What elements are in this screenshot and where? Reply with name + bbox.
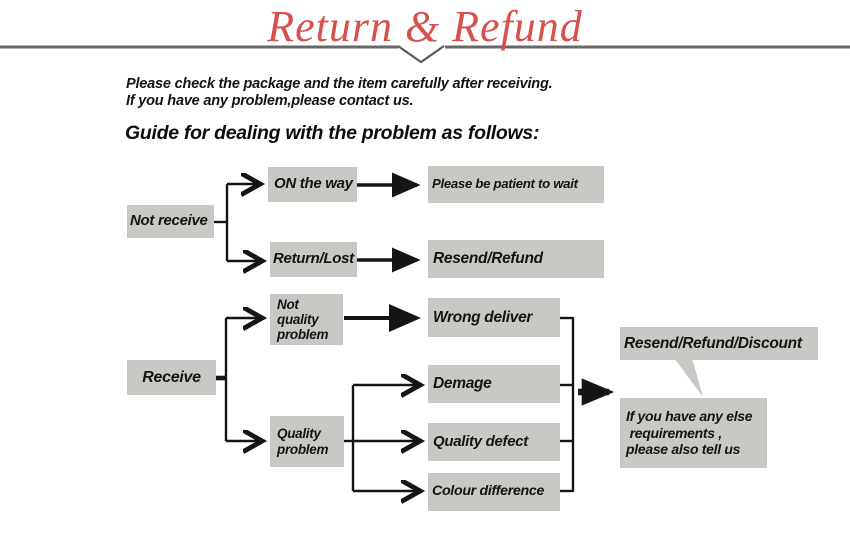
node-quality-defect: Quality defect xyxy=(428,423,560,461)
node-quality-problem: Quality problem xyxy=(270,416,344,467)
speech-bubble-tail xyxy=(674,358,703,397)
node-resend-refund-discount: Resend/Refund/Discount xyxy=(620,327,818,360)
node-requirements-note: If you have any else requirements , plea… xyxy=(620,398,767,468)
node-wrong-deliver: Wrong deliver xyxy=(428,298,560,337)
divider-notch xyxy=(397,45,445,64)
node-return-lost: Return/Lost xyxy=(270,242,357,277)
intro-line-1: Please check the package and the item ca… xyxy=(126,76,553,92)
intro-text: Please check the package and the item ca… xyxy=(126,76,553,110)
node-demage: Demage xyxy=(428,365,560,403)
intro-line-2: If you have any problem,please contact u… xyxy=(126,93,414,109)
node-on-the-way: ON the way xyxy=(268,167,357,202)
node-resend-refund: Resend/Refund xyxy=(428,240,604,278)
title-divider xyxy=(0,43,850,64)
node-please-be-patient: Please be patient to wait xyxy=(428,166,604,203)
page-title: Return & Refund xyxy=(267,2,583,51)
node-not-quality-problem: Not quality problem xyxy=(270,294,343,345)
guide-heading: Guide for dealing with the problem as fo… xyxy=(125,122,540,144)
node-colour-difference: Colour difference xyxy=(428,473,560,511)
node-not-receive: Not receive xyxy=(127,205,214,238)
node-receive: Receive xyxy=(127,360,216,395)
